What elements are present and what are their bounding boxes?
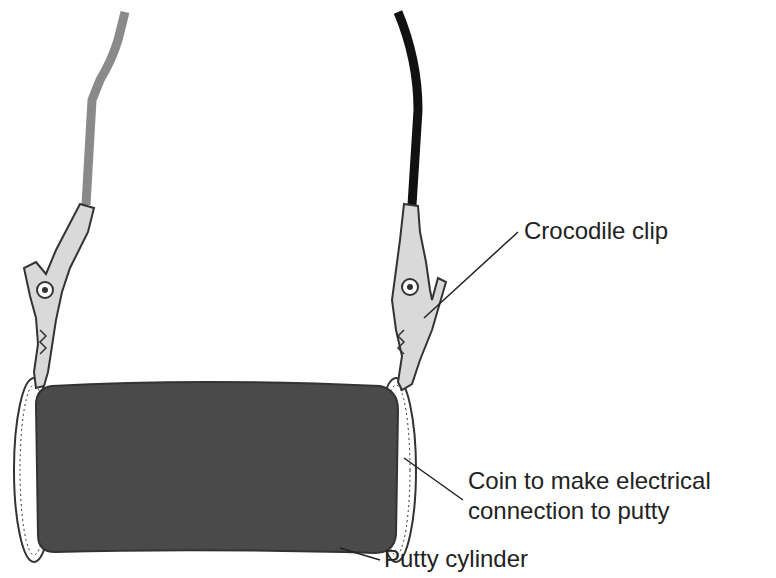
right-crocodile-clip (392, 204, 446, 390)
leader-line (404, 458, 463, 500)
left-crocodile-clip (24, 204, 94, 388)
putty-cylinder (36, 382, 398, 553)
callout-label: Crocodile clip (524, 216, 764, 246)
grey-wire (86, 12, 125, 205)
callout-label: Putty cylinder (384, 544, 644, 574)
leader-line (340, 548, 380, 560)
callout-label: Coin to make electrical connection to pu… (468, 466, 764, 526)
black-wire (398, 12, 418, 205)
leader-line (424, 232, 518, 318)
